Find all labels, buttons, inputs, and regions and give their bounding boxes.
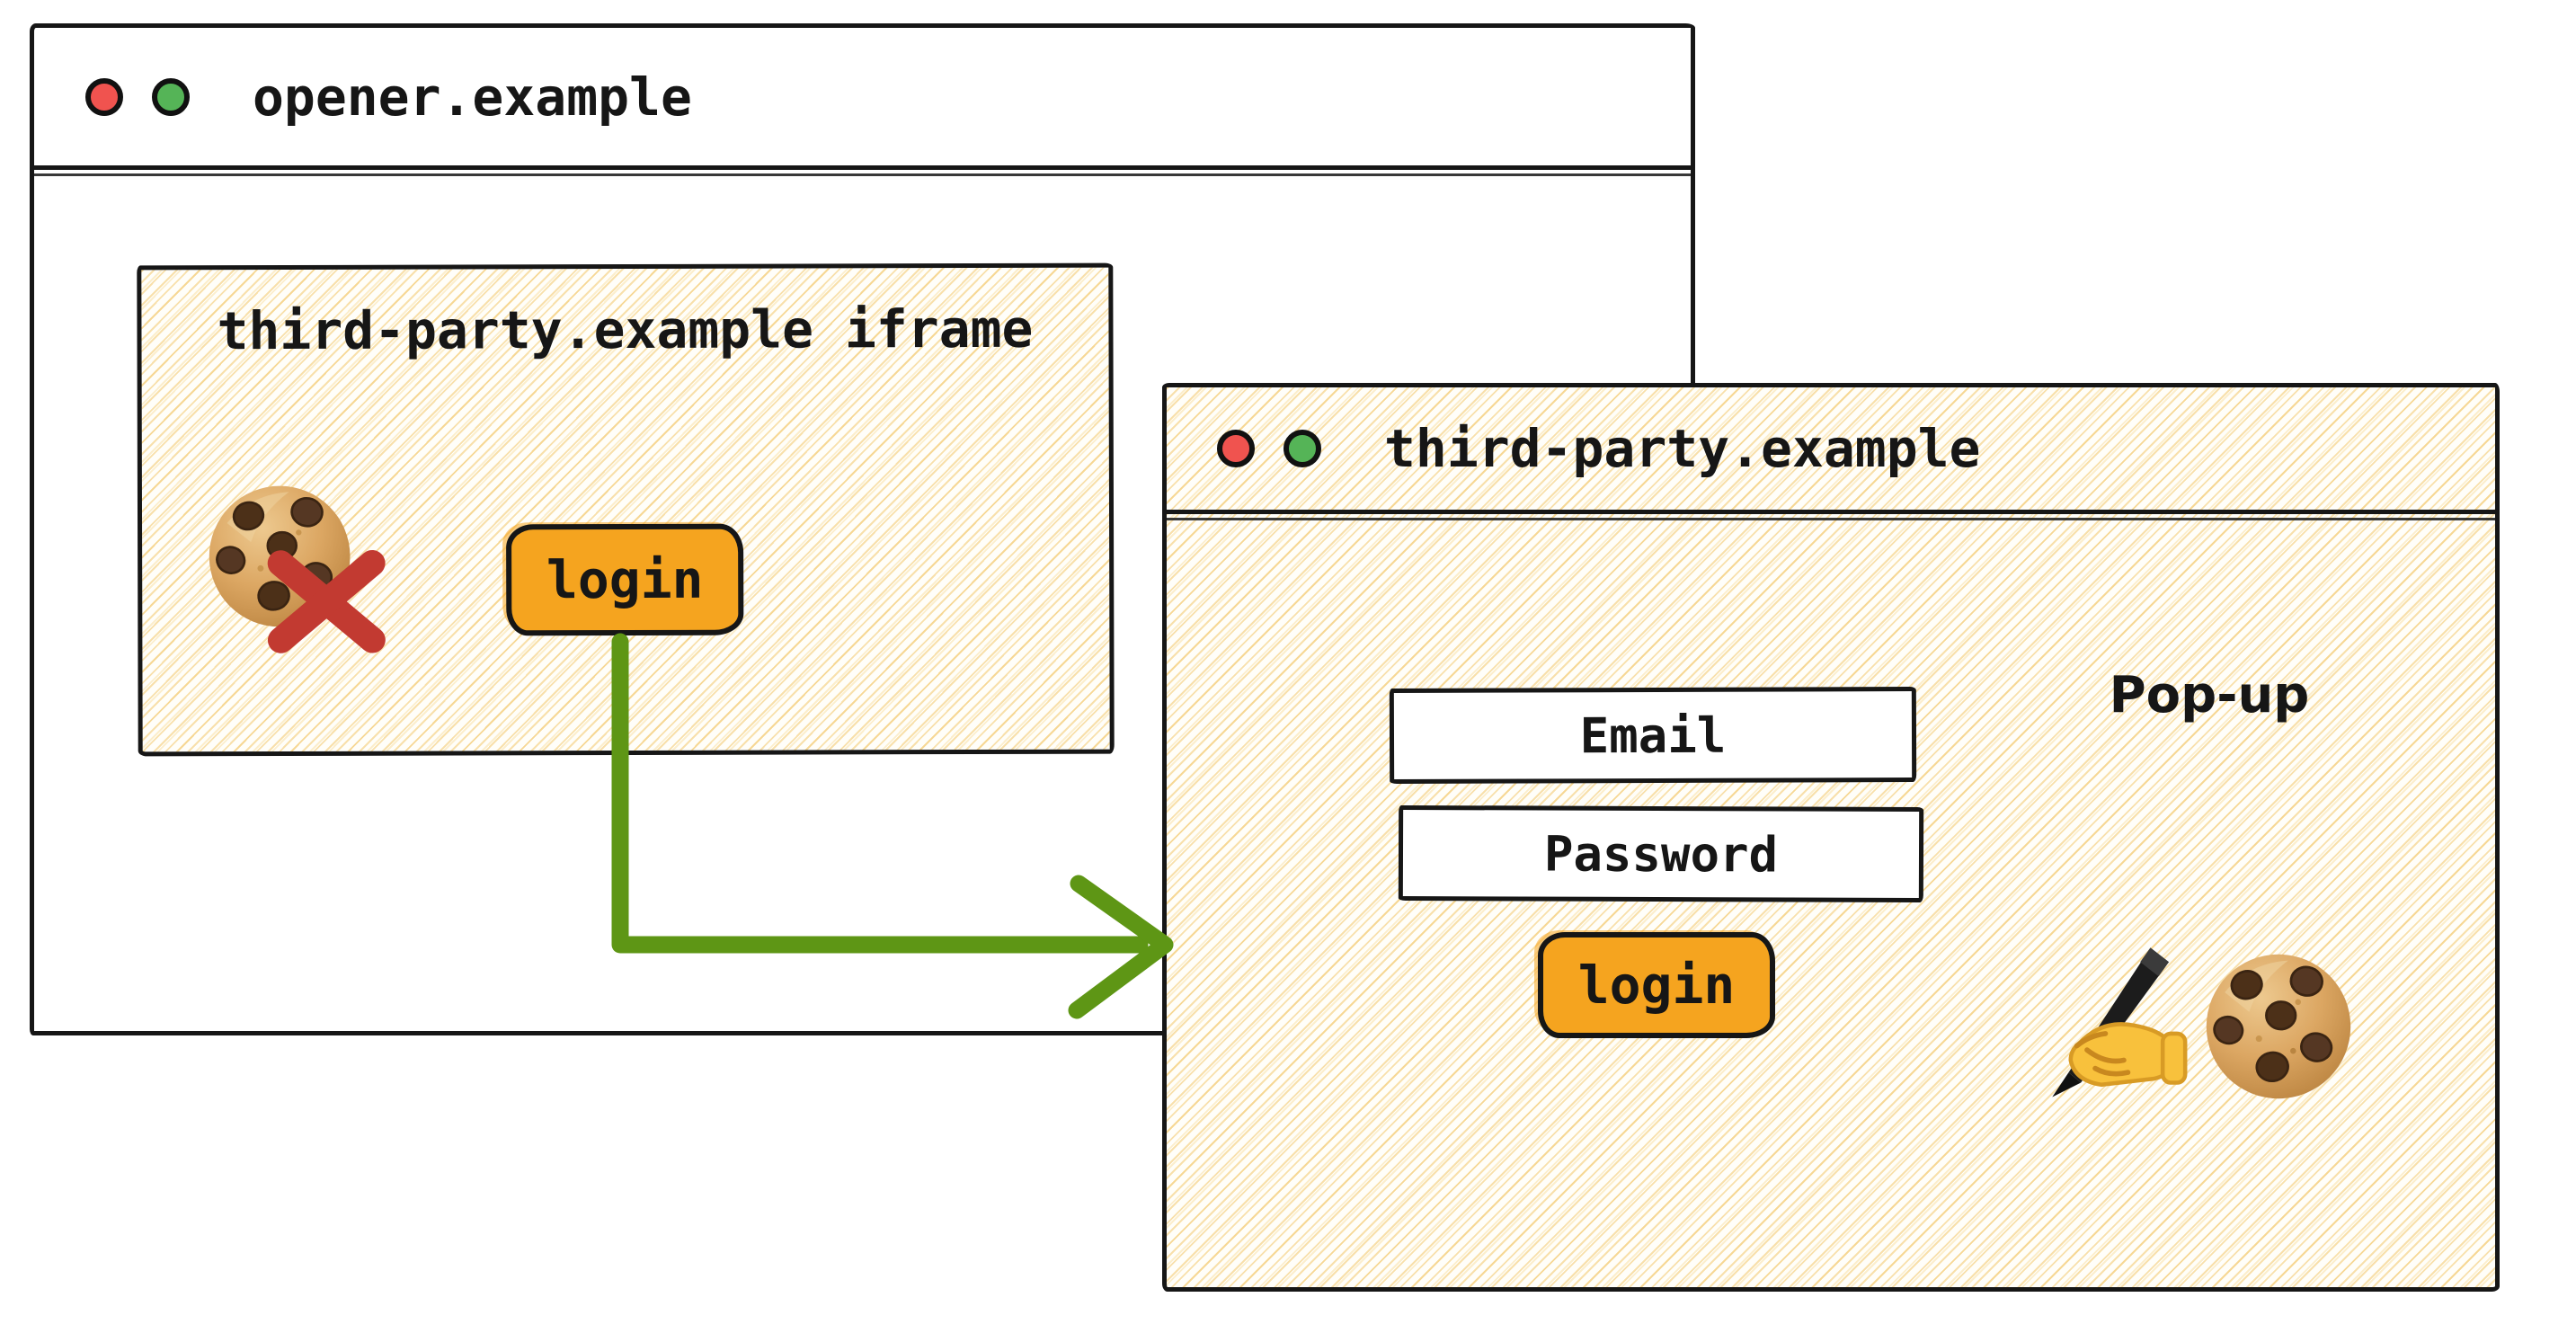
iframe-login-button[interactable]: login	[506, 523, 744, 636]
email-field[interactable]	[1389, 686, 1917, 785]
popup-window: third-party.example Pop-up login	[1162, 383, 2500, 1292]
third-party-iframe: third-party.example iframe login	[137, 262, 1115, 757]
popup-login-button[interactable]: login	[1538, 932, 1775, 1038]
opener-window-title: opener.example	[253, 66, 692, 128]
minimize-dot-icon[interactable]	[152, 77, 190, 116]
password-field[interactable]	[1398, 804, 1924, 903]
popup-window-title: third-party.example	[1384, 418, 1981, 479]
iframe-label: third-party.example iframe	[217, 298, 1034, 362]
red-cross-icon	[259, 534, 394, 669]
minimize-dot-icon[interactable]	[1284, 430, 1321, 467]
close-dot-icon[interactable]	[85, 77, 123, 116]
writing-hand-icon	[2028, 937, 2191, 1101]
popup-titlebar: third-party.example	[1162, 387, 2500, 520]
blocked-cookie	[203, 480, 356, 633]
popup-annotation-label: Pop-up	[2109, 666, 2310, 724]
cookie-icon	[2200, 948, 2357, 1105]
close-dot-icon[interactable]	[1217, 430, 1255, 467]
opener-titlebar: opener.example	[30, 28, 1695, 176]
